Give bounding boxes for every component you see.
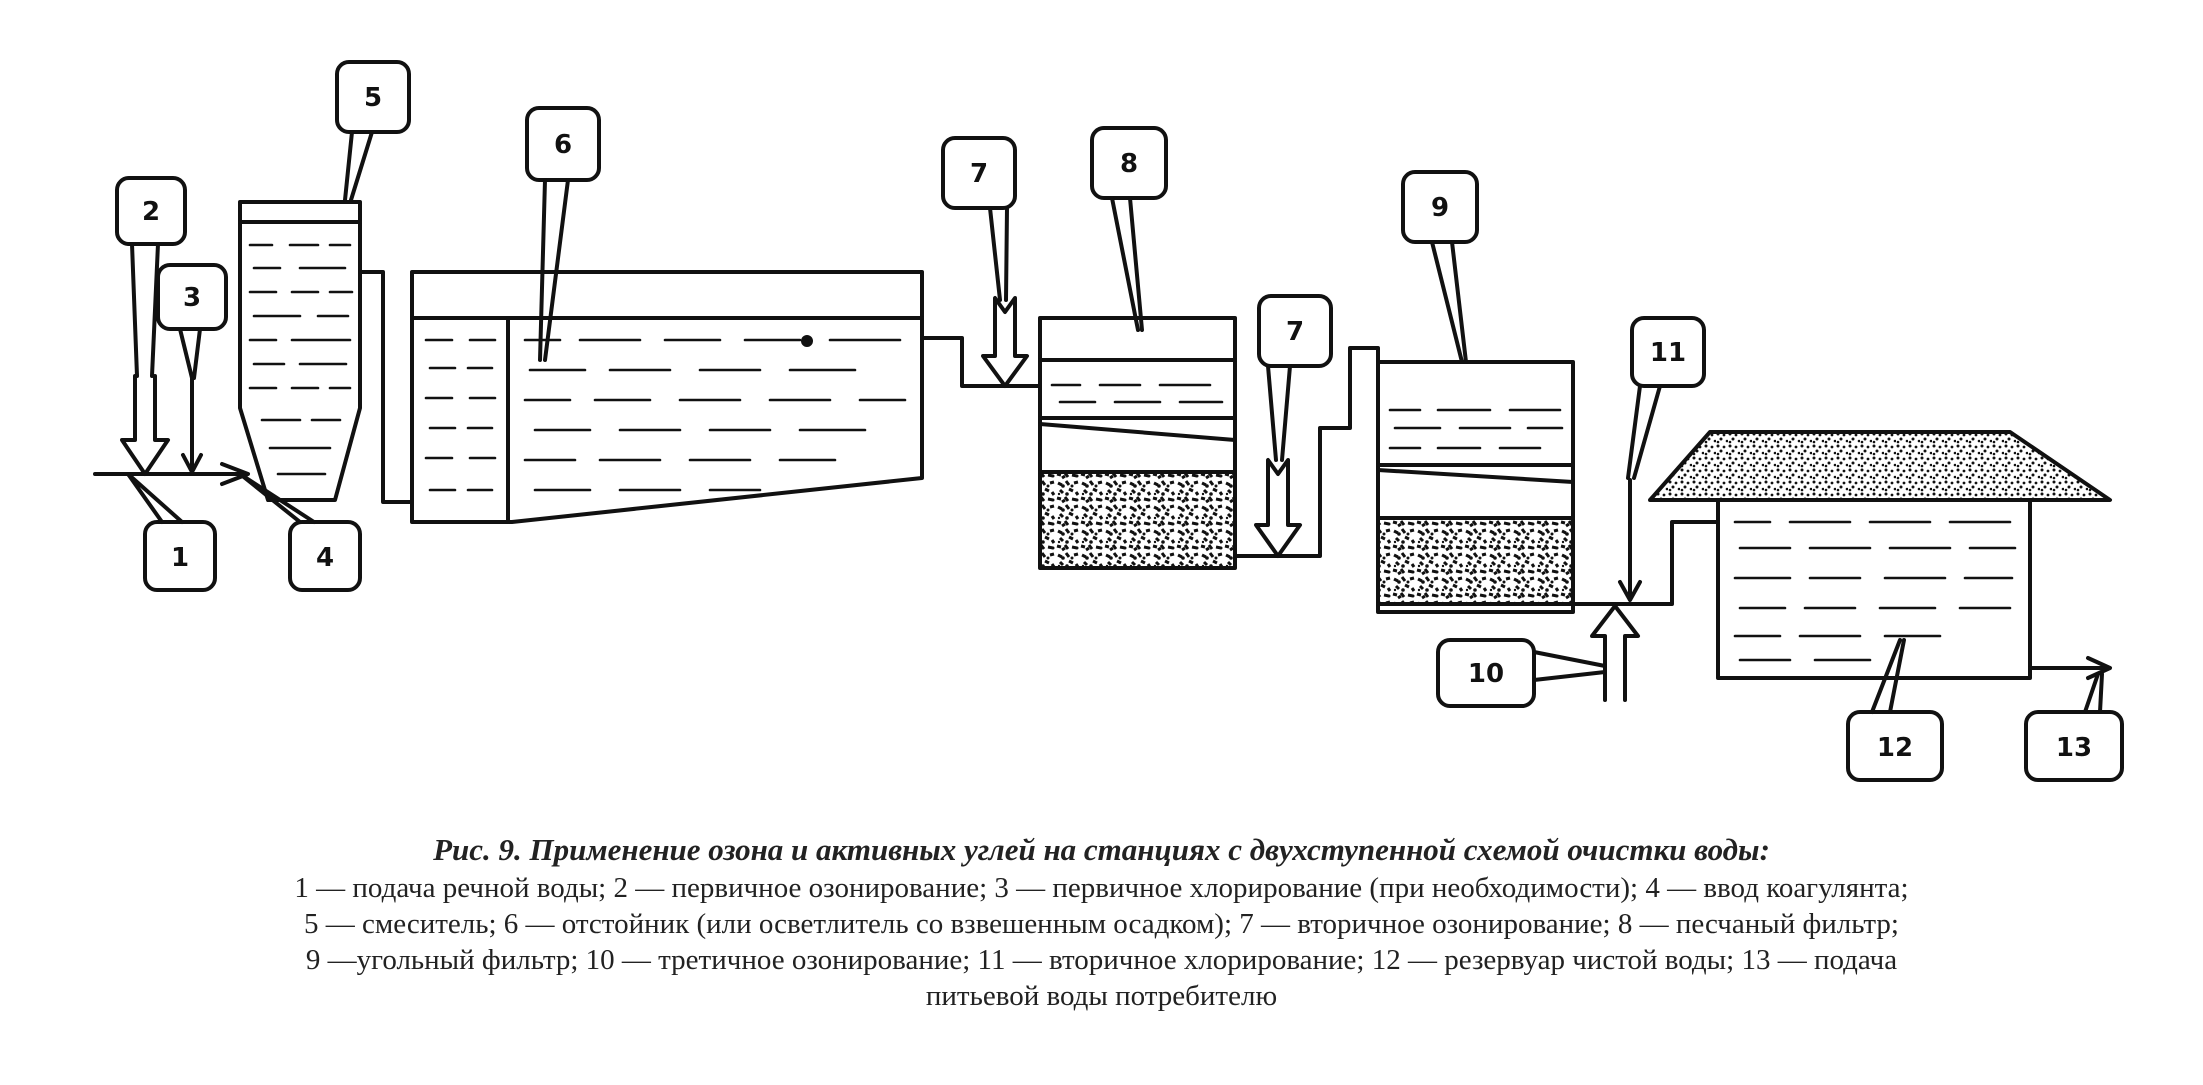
callout-7a: 7 xyxy=(970,159,988,189)
pipe-sandfilter-carbonfilter xyxy=(1233,346,1380,558)
callout-1: 1 xyxy=(171,543,189,573)
secondary-chlorination-arrow xyxy=(1618,478,1642,602)
callout-12: 12 xyxy=(1877,733,1913,763)
callout-7b: 7 xyxy=(1286,317,1304,347)
mixer xyxy=(238,200,362,502)
caption-line-1: 1 — подача речной воды; 2 — первичное оз… xyxy=(294,872,1909,904)
caption-title: Рис. 9. Применение озона и активных угле… xyxy=(433,832,1770,867)
secondary-ozone-arrow-2 xyxy=(1254,458,1302,558)
callout-6: 6 xyxy=(554,130,572,160)
callout-11: 11 xyxy=(1650,338,1686,368)
callout-3: 3 xyxy=(183,283,201,313)
callout-2: 2 xyxy=(142,197,160,227)
callout-labels: 1 2 3 4 5 6 7 8 7 9 10 11 12 13 xyxy=(142,83,2092,763)
pipe-settler-sandfilter xyxy=(920,336,1042,388)
carbon-filter xyxy=(1376,360,1575,614)
caption-line-4: питьевой воды потребителю xyxy=(925,980,1278,1012)
sand-filter xyxy=(1038,316,1237,570)
callout-bubbles xyxy=(115,60,2124,782)
callout-9: 9 xyxy=(1431,193,1449,223)
caption-line-3: 9 —угольный фильтр; 10 — третичное озони… xyxy=(305,944,1898,976)
clean-water-reservoir xyxy=(1648,430,2112,680)
callout-13: 13 xyxy=(2056,733,2092,763)
secondary-ozone-arrow-1 xyxy=(981,296,1029,388)
callout-4: 4 xyxy=(316,543,334,573)
settler xyxy=(410,270,924,524)
callout-5: 5 xyxy=(364,83,382,113)
outlet-pipe xyxy=(2028,656,2112,680)
figure-caption: Рис. 9. Применение озона и активных угле… xyxy=(60,832,2143,1014)
primary-ozone-arrow xyxy=(120,374,170,476)
tertiary-ozone-arrow xyxy=(1590,604,1640,702)
callout-8: 8 xyxy=(1120,149,1138,179)
pipe-mixer-settler xyxy=(358,270,414,504)
pipe-carbonfilter-reservoir xyxy=(1571,520,1720,606)
caption-line-2: 5 — смеситель; 6 — отстойник (или осветл… xyxy=(304,908,1899,940)
callout-10: 10 xyxy=(1468,659,1504,689)
primary-chlorination-arrow xyxy=(181,376,203,474)
inlet-pipe xyxy=(93,462,250,486)
